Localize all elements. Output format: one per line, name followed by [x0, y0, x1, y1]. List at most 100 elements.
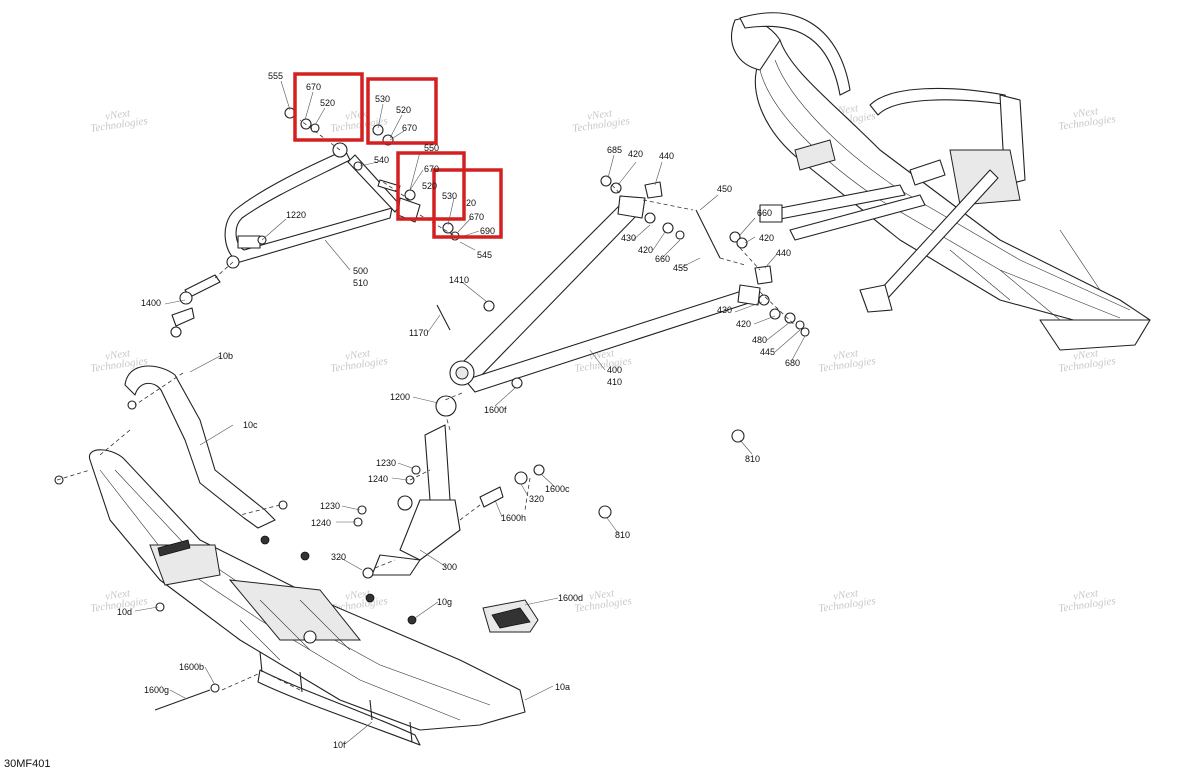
callout-labels: 555 670 520 530 520 670 550 540 670 520 … — [117, 71, 800, 750]
figure-code: 30MF401 — [4, 758, 50, 770]
callout-label: 420 — [736, 319, 751, 329]
callout-label: 320 — [529, 494, 544, 504]
callout-label: 1240 — [368, 474, 388, 484]
highlight-box — [366, 77, 438, 145]
svg-text:vNext: vNext — [344, 347, 371, 362]
callout-label: 520 — [320, 98, 335, 108]
highlight-box — [396, 151, 466, 221]
svg-text:vNext: vNext — [344, 587, 371, 602]
svg-text:vNext: vNext — [344, 107, 371, 122]
callout-label: 410 — [607, 377, 622, 387]
callout-label: 530 — [442, 191, 457, 201]
callout-label: 520 — [396, 105, 411, 115]
callout-label: 420 — [638, 245, 653, 255]
svg-text:vNext: vNext — [832, 347, 859, 362]
callout-label: 1220 — [286, 210, 306, 220]
callout-label: 670 — [402, 123, 417, 133]
svg-text:Technologies: Technologies — [818, 355, 877, 375]
callout-label: 420 — [628, 149, 643, 159]
callout-label: 545 — [477, 250, 492, 260]
svg-text:Technologies: Technologies — [1058, 595, 1117, 615]
watermark: vNext Technologies — [818, 347, 877, 375]
svg-text:Technologies: Technologies — [572, 115, 631, 135]
callout-label: 660 — [655, 254, 670, 264]
svg-text:Technologies: Technologies — [90, 115, 149, 135]
callout-label: 400 — [607, 365, 622, 375]
svg-text:vNext: vNext — [104, 587, 131, 602]
callout-label: 440 — [659, 151, 674, 161]
assembly-lines — [56, 119, 801, 691]
callout-label: 450 — [717, 184, 732, 194]
callout-label: 810 — [745, 454, 760, 464]
svg-text:Technologies: Technologies — [1058, 113, 1117, 133]
callout-label: 510 — [353, 278, 368, 288]
callout-label: 1200 — [390, 392, 410, 402]
callout-label: 10b — [218, 351, 233, 361]
callout-label: 550 — [424, 143, 439, 153]
callout-label: 540 — [374, 155, 389, 165]
callout-label: 680 — [785, 358, 800, 368]
callout-label: 480 — [752, 335, 767, 345]
callout-label: 1230 — [320, 501, 340, 511]
svg-text:vNext: vNext — [1072, 587, 1099, 602]
callout-label: 10d — [117, 607, 132, 617]
upper-a-arm — [224, 142, 421, 269]
callout-label: 10f — [333, 740, 346, 750]
svg-text:vNext: vNext — [832, 587, 859, 602]
center-hardware — [479, 429, 745, 519]
lower-hardware — [154, 651, 413, 743]
callout-label: 445 — [760, 347, 775, 357]
callout-label: 10g — [437, 597, 452, 607]
svg-text:Technologies: Technologies — [574, 355, 633, 375]
svg-text:Technologies: Technologies — [330, 355, 389, 375]
watermark: vNext Technologies — [1058, 587, 1117, 615]
highlight-box — [293, 72, 364, 142]
callout-label: 670 — [469, 212, 484, 222]
highlight-box — [432, 168, 503, 239]
svg-text:vNext: vNext — [1072, 347, 1099, 362]
callout-label: 20 — [466, 198, 476, 208]
callout-label: 1600h — [501, 513, 526, 523]
callout-label: 500 — [353, 266, 368, 276]
callout-label: 1600f — [484, 405, 507, 415]
ski-shoe-1600d — [482, 599, 539, 633]
callout-label: 685 — [607, 145, 622, 155]
callout-label: 690 — [480, 226, 495, 236]
watermark: vNext Technologies — [572, 107, 631, 135]
callout-label: 455 — [673, 263, 688, 273]
svg-text:vNext: vNext — [104, 347, 131, 362]
callout-label: 10c — [243, 420, 258, 430]
watermark: vNext Technologies — [330, 347, 389, 375]
callout-label: 1600g — [144, 685, 169, 695]
svg-text:Technologies: Technologies — [1058, 355, 1117, 375]
callout-label: 1600d — [558, 593, 583, 603]
callout-label: 430 — [621, 233, 636, 243]
highlight-boxes — [293, 72, 503, 239]
callout-label: 440 — [776, 248, 791, 258]
watermark: vNext Technologies — [818, 587, 877, 615]
ski-10a — [54, 449, 526, 746]
lower-a-arm — [449, 195, 761, 393]
callout-label: 670 — [424, 164, 439, 174]
callout-label: 1600b — [179, 662, 204, 672]
callout-label: 810 — [615, 530, 630, 540]
ball-joint-1400 — [170, 274, 221, 338]
svg-text:vNext: vNext — [588, 587, 615, 602]
callout-label: 420 — [759, 233, 774, 243]
assembled-ski-view — [731, 12, 1151, 351]
callout-label: 1170 — [409, 328, 428, 338]
spindle-300 — [353, 395, 461, 579]
callout-label: 1400 — [141, 298, 161, 308]
callout-label: 300 — [442, 562, 457, 572]
watermark: vNext Technologies — [1058, 105, 1117, 133]
callout-label: 10a — [555, 682, 570, 692]
ski-handle-10c — [124, 365, 276, 529]
callout-label: 1240 — [311, 518, 331, 528]
callout-label: 1410 — [449, 275, 469, 285]
leader-lines — [134, 80, 806, 745]
callout-label: 530 — [375, 94, 390, 104]
callout-label: 520 — [422, 181, 437, 191]
callout-label: 1230 — [376, 458, 396, 468]
callout-label: 1600c — [545, 484, 570, 494]
